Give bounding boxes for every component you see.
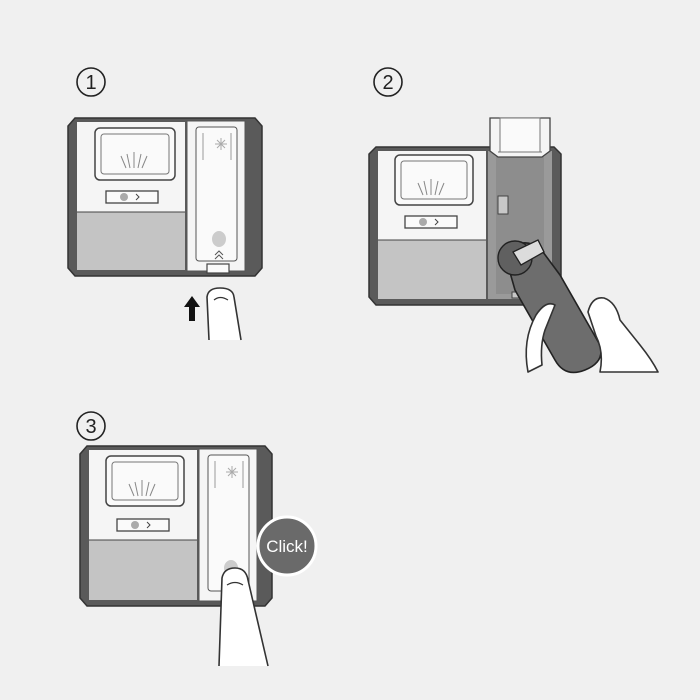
- lid-button: [212, 231, 226, 247]
- step-3-number: 3: [85, 416, 96, 438]
- level-indicator-icon: [128, 480, 156, 497]
- step-2: 2: [368, 67, 659, 374]
- detergent-lid-closed: [186, 120, 246, 274]
- arrow-up-icon: [184, 296, 200, 321]
- finger-push-up: [206, 287, 242, 341]
- step-3: 3: [76, 411, 318, 667]
- click-label: Click!: [266, 537, 308, 556]
- sparkle-icon: [226, 466, 238, 478]
- step-1: 1: [67, 67, 263, 341]
- lid-tab: [206, 263, 230, 274]
- dispenser-unit-step-2: [368, 117, 562, 306]
- hand-holding-bottle: [525, 296, 659, 373]
- double-chevron-up-icon: [214, 250, 224, 260]
- slide-latch: [404, 215, 458, 229]
- click-badge: Click!: [256, 515, 318, 577]
- step-2-number: 2: [382, 72, 393, 94]
- rinse-aid-window: [105, 455, 185, 507]
- step-1-number-marker: 1: [76, 67, 106, 97]
- rinse-aid-window: [394, 154, 474, 206]
- dispenser-unit-step-1: [67, 117, 263, 277]
- detergent-lid-open: [489, 117, 551, 158]
- finger-press-down: [218, 567, 269, 667]
- slide-latch: [116, 518, 170, 532]
- step-2-number-marker: 2: [373, 67, 403, 97]
- level-indicator-icon: [120, 152, 148, 169]
- slide-latch: [105, 190, 159, 204]
- step-1-number: 1: [85, 72, 96, 94]
- level-indicator-icon: [417, 179, 445, 196]
- sparkle-icon: [215, 138, 227, 150]
- step-3-number-marker: 3: [76, 411, 106, 441]
- rinse-aid-window: [94, 127, 176, 181]
